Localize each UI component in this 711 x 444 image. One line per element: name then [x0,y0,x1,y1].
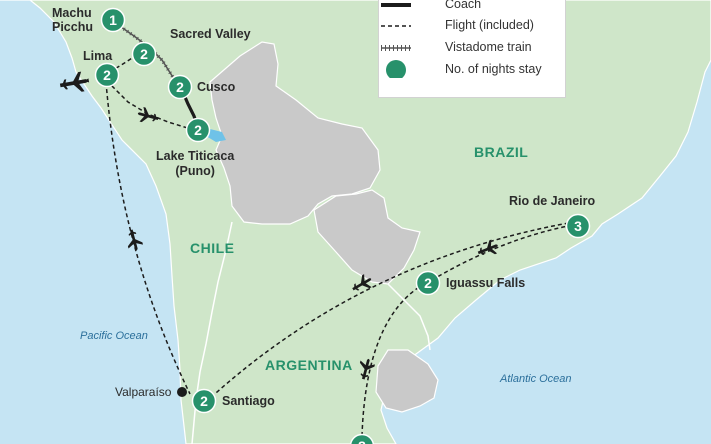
label-lima: Lima [83,49,113,63]
coach-line-icon [381,3,411,7]
label-machu-picchu: Machu Picchu [52,6,93,34]
land-paraguay [313,189,421,285]
flight-santiago-rio [205,221,575,403]
flight-iguassu-rio [431,225,569,281]
land-uruguay [375,349,439,413]
map-legend: Coach Flight (included) Vistadome train … [378,0,566,98]
stop-marker-sacred-valley[interactable]: 2 [131,41,157,67]
legend-label-flight: Flight (included) [445,18,534,32]
nights-sacred-valley: 2 [140,46,148,62]
stop-marker-lima[interactable]: 2 [94,62,120,88]
border-brazil-argentina [387,283,431,351]
label-valparaiso: Valparaíso [115,385,172,399]
label-santiago: Santiago [222,394,275,408]
legend-label-coach: Coach [445,0,482,11]
flight-buenosaires-iguassu [361,283,425,437]
flight-titicaca-lima [109,83,195,131]
green-circle-icon [386,60,406,78]
label-sacred-valley: Sacred Valley [170,27,251,41]
country-label-argentina: ARGENTINA [265,357,353,373]
label-cusco: Cusco [197,80,236,94]
stop-marker-machu-picchu[interactable]: 1 [100,7,126,33]
plane-icon-lima [59,71,90,92]
label-rio: Rio de Janeiro [509,194,596,208]
valparaiso-dot [177,387,187,397]
country-label-brazil: BRAZIL [474,144,529,160]
nights-rio: 3 [574,218,582,234]
nights-cusco: 2 [176,79,184,95]
nights-buenos-aires: 3 [358,438,366,444]
stop-marker-lake-titicaca[interactable]: 2 [185,117,211,143]
country-label-chile: CHILE [190,240,235,256]
legend-label-train: Vistadome train [445,40,532,54]
label-iguassu: Iguassu Falls [446,276,526,290]
train-track-icon [381,45,411,51]
stop-marker-rio[interactable]: 3 [565,213,591,239]
label-lake-titicaca: Lake Titicaca (Puno) [156,149,235,178]
ocean-label-atlantic: Atlantic Ocean [500,373,572,385]
nights-machu-picchu: 1 [109,12,117,28]
legend-item-train: Vistadome train [379,38,565,58]
stop-marker-cusco[interactable]: 2 [167,74,193,100]
nights-lima: 2 [103,67,111,83]
nights-iguassu: 2 [424,275,432,291]
plane-icon-argentina [352,274,372,291]
stop-marker-buenos-aires[interactable]: 3 [349,433,375,444]
plane-icon-pacific [127,229,143,251]
stop-marker-iguassu[interactable]: 2 [415,270,441,296]
plane-icon-brazil [477,239,498,256]
legend-label-nights: No. of nights stay [445,62,542,76]
plane-icon-peru [137,107,159,123]
dashed-line-icon [381,25,411,27]
plane-icon-uruguay [359,358,375,380]
nights-lake-titicaca: 2 [194,122,202,138]
nights-santiago: 2 [200,393,208,409]
legend-item-flight: Flight (included) [379,16,565,36]
legend-item-coach: Coach [379,0,565,15]
stop-marker-santiago[interactable]: 2 [191,388,217,414]
ocean-label-pacific: Pacific Ocean [80,330,148,342]
legend-item-nights: No. of nights stay [379,60,565,80]
lake-titicaca [206,128,226,142]
